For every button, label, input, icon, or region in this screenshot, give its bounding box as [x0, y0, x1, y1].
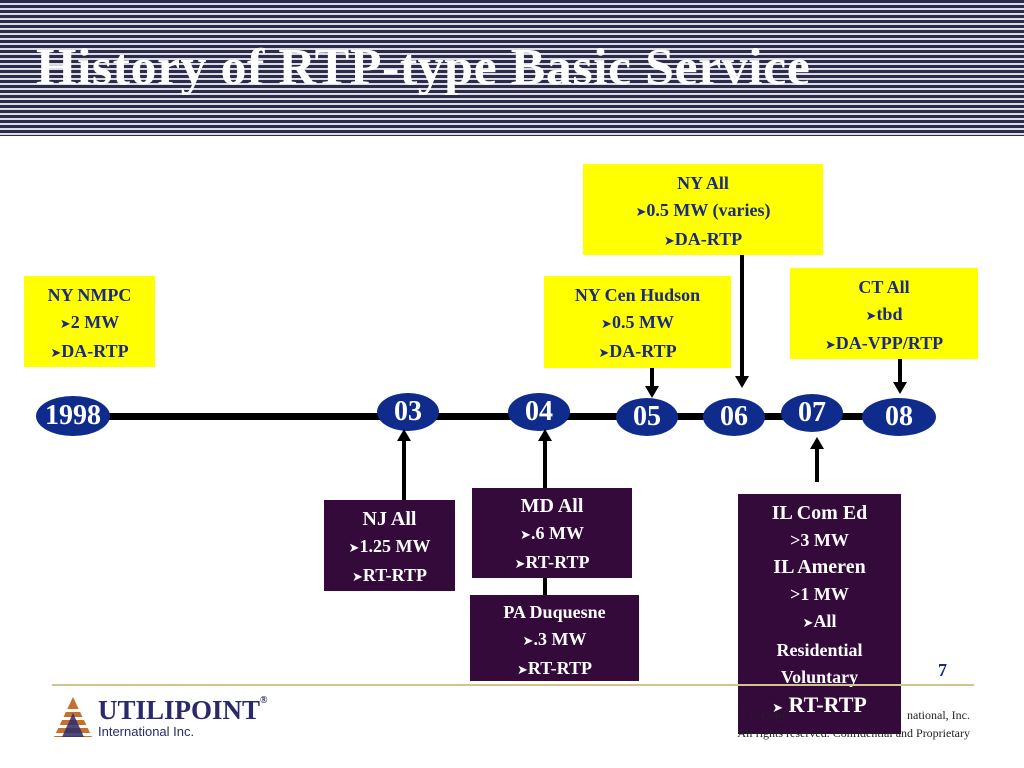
info-box-ny-cen-hudson: NY Cen Hudson ➤0.5 MW ➤DA-RTP [544, 276, 731, 368]
info-box-ct-all: CT All ➤tbd ➤DA-VPP/RTP [790, 268, 978, 359]
arrowhead-down-icon [893, 382, 907, 394]
utilipoint-logo: UTILIPOINT® International Inc. [52, 693, 272, 743]
year-08: 08 [862, 398, 936, 436]
year-1998: 1998 [36, 396, 110, 436]
box-title: CT All [858, 277, 910, 297]
list-item: ➤0.5 MW (varies) [635, 200, 771, 220]
info-box-il: IL Com Ed >3 MW IL Ameren >1 MW ➤All Res… [738, 494, 901, 734]
info-box-md-all: MD All ➤.6 MW ➤RT-RTP [472, 488, 632, 578]
year-07: 07 [781, 394, 843, 432]
arrowhead-down-icon [645, 386, 659, 398]
utilipoint-logo-icon [54, 697, 92, 737]
connector-ny-all [740, 255, 744, 377]
year-06: 06 [703, 398, 765, 436]
text-line: Residential [776, 640, 863, 660]
arrowhead-bullet-icon: ➤ [865, 309, 877, 324]
arrowhead-down-icon [735, 376, 749, 388]
text-line: >3 MW [790, 530, 849, 550]
box-title: NJ All [362, 508, 417, 530]
header-banner [0, 0, 1024, 136]
info-box-ny-nmpc: NY NMPC ➤2 MW ➤DA-RTP [24, 276, 155, 367]
arrowhead-up-icon [538, 429, 552, 441]
info-box-nj-all: NJ All ➤1.25 MW ➤RT-RTP [324, 500, 455, 591]
list-item: ➤DA-VPP/RTP [824, 333, 944, 353]
box-title: MD All [520, 495, 584, 517]
list-item: ➤RT-RTP [352, 565, 427, 585]
box-title: NY NMPC [47, 285, 132, 305]
footer-rule [52, 684, 974, 686]
text-line: Voluntary [780, 667, 859, 687]
arrowhead-bullet-icon: ➤ [802, 616, 814, 631]
year-05: 05 [616, 398, 678, 436]
list-item: ➤tbd [865, 304, 903, 324]
copyright-line-2: All rights reserved. Confidential and Pr… [737, 726, 970, 740]
connector-ny-cen-hudson [650, 368, 654, 388]
arrowhead-bullet-icon: ➤ [520, 528, 531, 543]
list-item: ➤.6 MW [520, 523, 584, 543]
copyright-notice: © Copy national, Inc. All rights reserve… [737, 706, 970, 742]
box-title: IL Com Ed [771, 502, 868, 524]
arrowhead-bullet-icon: ➤ [635, 205, 647, 220]
header-divider [0, 136, 1024, 138]
list-item: ➤RT-RTP [514, 552, 590, 572]
info-box-ny-all: NY All ➤0.5 MW (varies) ➤DA-RTP [583, 164, 823, 255]
arrowhead-bullet-icon: ➤ [522, 634, 534, 649]
box-title: PA Duquesne [503, 602, 606, 622]
arrowhead-bullet-icon: ➤ [348, 541, 360, 556]
arrowhead-bullet-icon: ➤ [514, 557, 526, 572]
list-item: ➤DA-RTP [50, 341, 129, 361]
slide-title: History of RTP-type Basic Service [36, 39, 811, 96]
arrowhead-bullet-icon: ➤ [352, 570, 363, 585]
timeline-bar [40, 413, 890, 420]
list-item: ➤RT-RTP [517, 658, 592, 678]
list-item: ➤.3 MW [522, 629, 587, 649]
copyright-line-1: © Copy national, Inc. [748, 708, 970, 722]
connector-md-all [543, 440, 547, 489]
arrowhead-bullet-icon: ➤ [598, 346, 610, 361]
arrowhead-up-icon [397, 429, 411, 441]
logo-subtitle: International Inc. [98, 724, 195, 739]
list-item: ➤DA-RTP [598, 341, 677, 361]
list-item: ➤ RT-RTP [772, 692, 867, 717]
list-item: ➤DA-RTP [663, 229, 743, 249]
arrowhead-bullet-icon: ➤ [59, 317, 71, 332]
connector-pa-duquesne [543, 577, 547, 595]
box-title: NY All [677, 173, 729, 193]
info-box-pa-duquesne: PA Duquesne ➤.3 MW ➤RT-RTP [470, 595, 639, 681]
list-item: ➤2 MW [59, 312, 120, 332]
arrowhead-up-icon [810, 437, 824, 449]
connector-il [815, 448, 819, 482]
text-line: >1 MW [790, 584, 849, 604]
text-line: IL Ameren [773, 556, 866, 578]
arrowhead-bullet-icon: ➤ [772, 701, 784, 716]
connector-ct-all [898, 358, 902, 383]
arrowhead-bullet-icon: ➤ [824, 338, 836, 353]
arrowhead-bullet-icon: ➤ [517, 663, 528, 678]
connector-nj-all [402, 440, 406, 500]
box-title: NY Cen Hudson [574, 285, 701, 305]
arrowhead-bullet-icon: ➤ [50, 346, 62, 361]
year-04: 04 [508, 393, 570, 431]
arrowhead-bullet-icon: ➤ [663, 234, 675, 249]
year-03: 03 [377, 393, 439, 431]
arrowhead-bullet-icon: ➤ [601, 317, 612, 332]
page-number: 7 [938, 660, 947, 680]
list-item: ➤All [802, 611, 837, 631]
list-item: ➤0.5 MW [601, 312, 674, 332]
logo-wordmark: UTILIPOINT® [98, 695, 268, 725]
list-item: ➤1.25 MW [348, 536, 431, 556]
